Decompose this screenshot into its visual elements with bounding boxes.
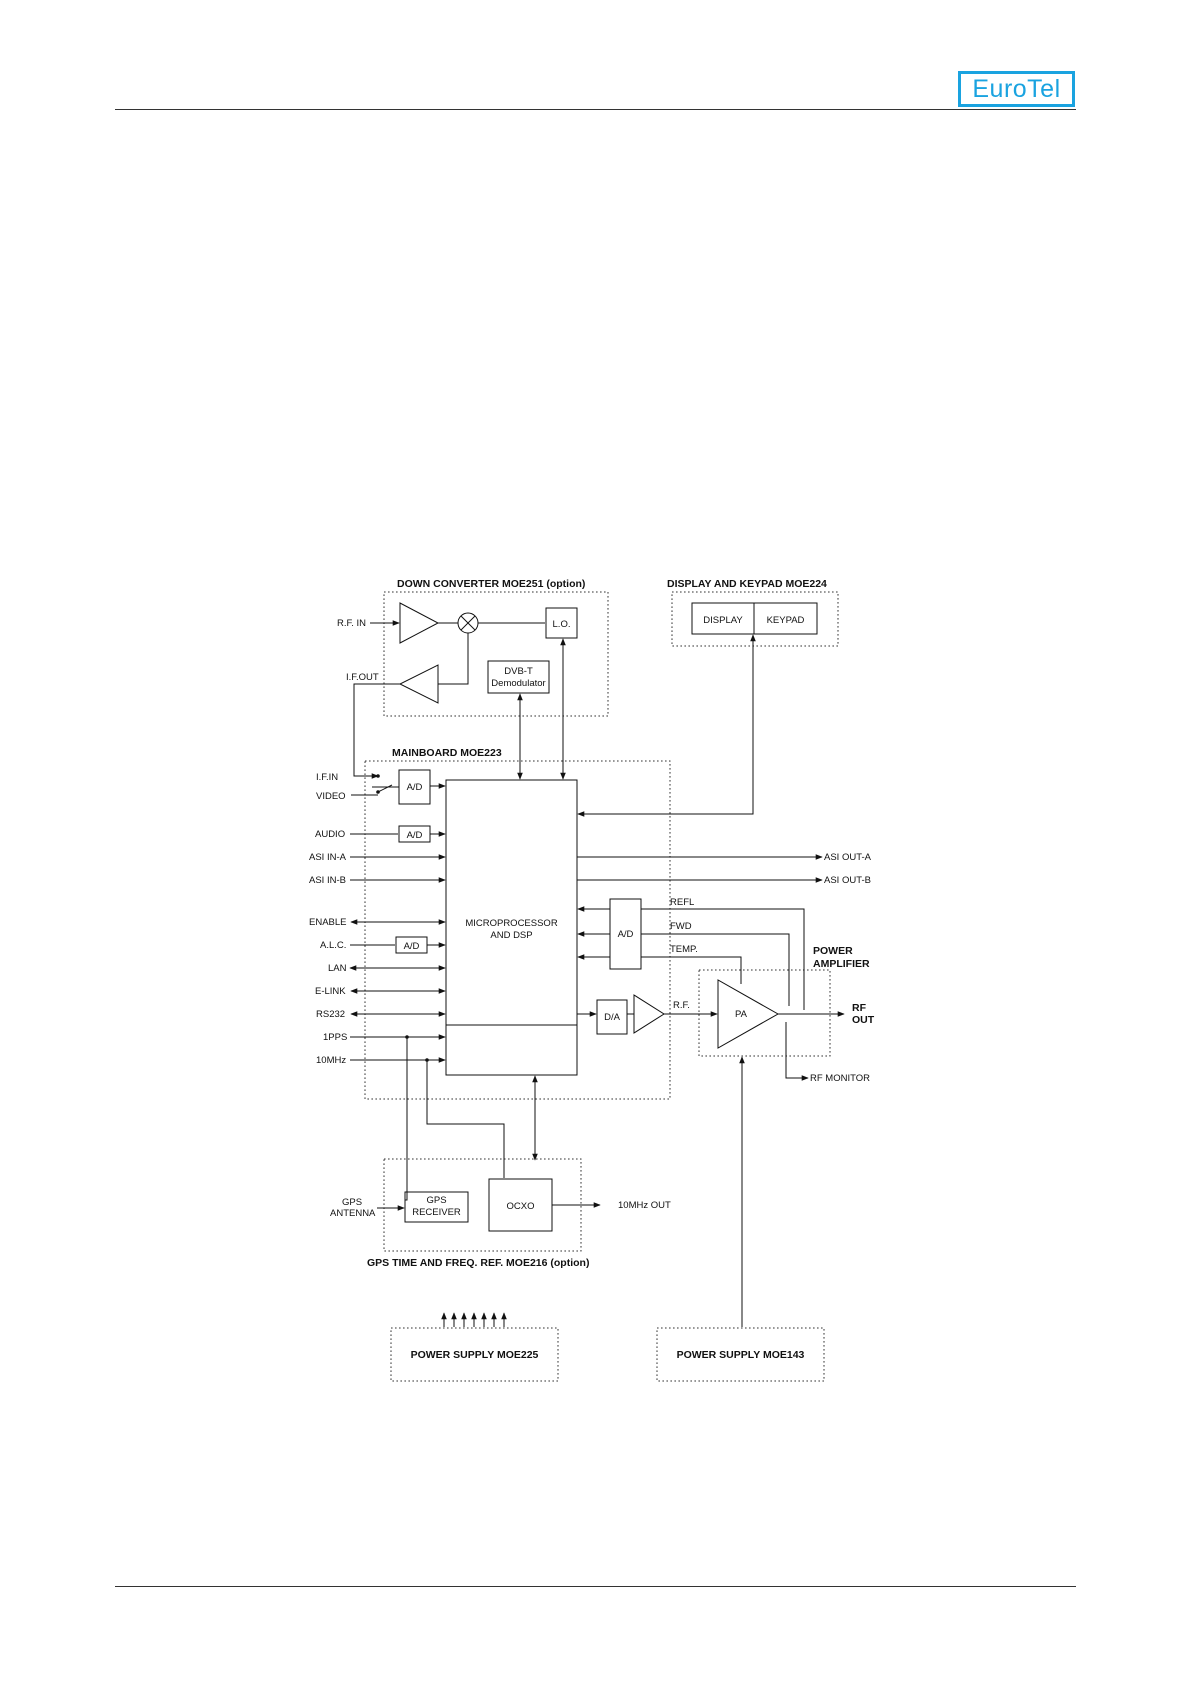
down-converter-group xyxy=(383,591,609,717)
psu-225-group xyxy=(390,1327,559,1382)
pps-label: 1PPS xyxy=(323,1032,347,1043)
video-label: VIDEO xyxy=(316,791,346,802)
ad-alc-label: A/D xyxy=(404,941,420,952)
eurotel-logo: EuroTel xyxy=(958,71,1075,107)
power-amplifier-title-line2: AMPLIFIER xyxy=(813,958,870,970)
pa-amplifier-icon xyxy=(717,979,780,1049)
ad-monitor-label: A/D xyxy=(618,929,634,940)
dvbt-label-line1: DVB-T xyxy=(504,666,533,677)
rf-out-label-line1: RF xyxy=(852,1002,867,1014)
rf-amplifier-icon xyxy=(399,602,440,644)
keypad-block xyxy=(753,602,818,635)
rs232-label: RS232 xyxy=(316,1009,345,1020)
gps-receiver-label-line1: GPS xyxy=(426,1195,446,1206)
fwd-label: FWD xyxy=(670,921,692,932)
gps-antenna-label-line2: ANTENNA xyxy=(330,1208,376,1219)
footer-rule xyxy=(115,1586,1076,1587)
da-label: D/A xyxy=(604,1012,621,1023)
asi-out-a-label: ASI OUT-A xyxy=(824,852,872,863)
microprocessor-label-line2: AND DSP xyxy=(490,930,532,941)
rf-out-label-line2: OUT xyxy=(852,1014,875,1026)
elink-label: E-LINK xyxy=(315,986,346,997)
lan-label: LAN xyxy=(328,963,347,974)
audio-label: AUDIO xyxy=(315,829,345,840)
if-in-label: I.F.IN xyxy=(316,772,338,783)
ocxo-block xyxy=(488,1178,553,1232)
asi-in-a-label: ASI IN-A xyxy=(309,852,347,863)
psu-225-output-arrows xyxy=(441,1312,507,1327)
microprocessor-block xyxy=(445,779,578,1076)
power-amplifier-group xyxy=(698,969,831,1057)
da-block xyxy=(596,999,628,1035)
temp-label: TEMP. xyxy=(670,944,698,955)
alc-label: A.L.C. xyxy=(320,940,346,951)
microprocessor-label-line1: MICROPROCESSOR xyxy=(465,918,558,929)
psu-143-label: POWER SUPPLY MOE143 xyxy=(677,1349,805,1361)
mhz10-label: 10MHz xyxy=(316,1055,346,1066)
pa-label: PA xyxy=(735,1009,748,1020)
power-amplifier-title-line1: POWER xyxy=(813,945,853,957)
psu-143-group xyxy=(656,1327,825,1382)
asi-out-b-label: ASI OUT-B xyxy=(824,875,871,886)
ad-if-label: A/D xyxy=(407,782,423,793)
mainboard-title: MAINBOARD MOE223 xyxy=(392,747,502,759)
if-out-label: I.F.OUT xyxy=(346,672,379,683)
if-amplifier-icon xyxy=(398,664,439,704)
driver-amplifier-icon xyxy=(633,994,665,1034)
refl-label: REFL xyxy=(670,897,694,908)
ad-monitor-block xyxy=(609,898,642,970)
dvbt-label-line2: Demodulator xyxy=(491,678,545,689)
gps-ref-title: GPS TIME AND FREQ. REF. MOE216 (option) xyxy=(367,1257,589,1269)
ad-audio-label: A/D xyxy=(407,830,423,841)
rf-in-label: R.F. IN xyxy=(337,618,366,629)
display-label: DISPLAY xyxy=(703,615,743,626)
display-block xyxy=(691,602,755,635)
rf-label: R.F. xyxy=(673,1000,690,1011)
gps-antenna-label-line1: GPS xyxy=(342,1197,362,1208)
asi-in-b-label: ASI IN-B xyxy=(309,875,346,886)
display-keypad-group xyxy=(671,591,839,647)
lo-label: L.O. xyxy=(553,619,571,630)
lo-block xyxy=(545,607,578,639)
logo-text: EuroTel xyxy=(972,74,1061,103)
display-keypad-title: DISPLAY AND KEYPAD MOE224 xyxy=(667,578,827,590)
gps-receiver-block xyxy=(404,1191,469,1223)
psu-225-label: POWER SUPPLY MOE225 xyxy=(411,1349,539,1361)
dvbt-demodulator-block xyxy=(487,660,550,694)
keypad-label: KEYPAD xyxy=(767,615,805,626)
enable-label: ENABLE xyxy=(309,917,347,928)
rf-monitor-label: RF MONITOR xyxy=(810,1073,870,1084)
ocxo-label: OCXO xyxy=(507,1201,535,1212)
down-converter-title: DOWN CONVERTER MOE251 (option) xyxy=(397,578,585,590)
header-rule xyxy=(115,109,1076,110)
mhz10-out-label: 10MHz OUT xyxy=(618,1200,671,1211)
gps-ref-group xyxy=(383,1158,582,1252)
gps-receiver-label-line2: RECEIVER xyxy=(412,1207,461,1218)
